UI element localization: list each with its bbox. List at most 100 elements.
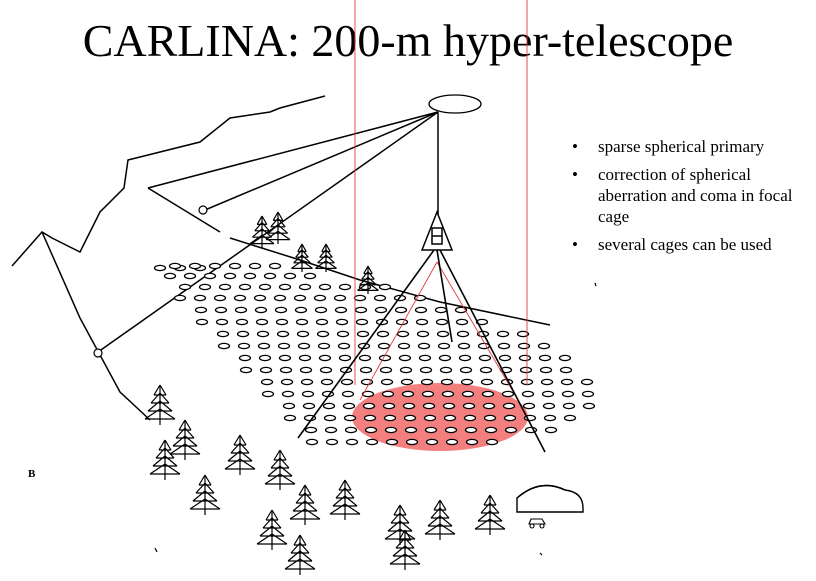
corner-label: B	[28, 468, 36, 480]
mirror-element	[502, 402, 516, 410]
mirror-element	[304, 426, 318, 434]
mirror-element	[365, 438, 379, 446]
tree-icon	[315, 243, 337, 272]
mirror-element	[378, 283, 392, 291]
tree-icon	[189, 474, 221, 515]
mirror-element	[258, 354, 272, 362]
mirror-element	[344, 426, 358, 434]
mirror-element	[356, 330, 370, 338]
mirror-element	[485, 438, 499, 446]
mirror-element	[316, 330, 330, 338]
mirror-element	[454, 306, 468, 314]
mirror-element	[333, 294, 347, 302]
stray-mark	[539, 552, 543, 556]
mirror-element	[273, 294, 287, 302]
mirror-element	[217, 342, 231, 350]
mirror-element	[376, 330, 390, 338]
mirror-element	[462, 402, 476, 410]
mirror-element	[353, 294, 367, 302]
mirror-element	[440, 378, 454, 386]
hangar-icon	[516, 484, 584, 513]
mirror-element	[480, 378, 494, 386]
car-icon	[528, 518, 546, 529]
mirror-element	[475, 318, 489, 326]
mirror-element	[403, 414, 417, 422]
mirror-element	[443, 414, 457, 422]
light-beam	[354, 0, 528, 401]
mirror-element	[255, 318, 269, 326]
mirror-element	[236, 330, 250, 338]
mirror-element	[345, 438, 359, 446]
mirror-element	[294, 306, 308, 314]
mirror-element	[539, 366, 553, 374]
mirror-element	[497, 342, 511, 350]
mirror-element	[377, 342, 391, 350]
tree-icon	[265, 211, 291, 244]
mirror-element	[517, 342, 531, 350]
tree-icon	[474, 494, 506, 535]
mirror-element	[325, 438, 339, 446]
mirror-element	[259, 366, 273, 374]
mirror-element	[324, 426, 338, 434]
mirror-element	[463, 414, 477, 422]
mirror-element	[561, 390, 575, 398]
mirror-element	[281, 390, 295, 398]
mirror-element	[374, 306, 388, 314]
mirror-element	[337, 342, 351, 350]
mirror-element	[282, 402, 296, 410]
mirror-element	[319, 366, 333, 374]
mirror-element	[504, 426, 518, 434]
mirror-element	[439, 366, 453, 374]
mirror-element	[274, 306, 288, 314]
mirror-element	[283, 414, 297, 422]
mirror-element	[516, 330, 530, 338]
mirror-element	[193, 294, 207, 302]
tree-icon	[256, 509, 288, 550]
mirror-element	[342, 402, 356, 410]
mirror-element	[522, 402, 536, 410]
mirror-element	[238, 283, 252, 291]
tree-icon	[169, 419, 201, 460]
mirror-element	[518, 354, 532, 362]
mirror-element	[320, 378, 334, 386]
mirror-element	[456, 330, 470, 338]
mirror-element	[293, 294, 307, 302]
mirror-element	[280, 378, 294, 386]
mirror-element	[482, 402, 496, 410]
tree-icon	[289, 484, 321, 525]
mirror-element	[168, 262, 182, 270]
tree-icon	[144, 384, 176, 425]
feature-item: correction of spherical aberration and c…	[568, 164, 808, 227]
mirror-element	[335, 318, 349, 326]
feature-list: sparse spherical primary correction of s…	[568, 136, 808, 262]
mirror-element	[558, 354, 572, 362]
mirror-element	[283, 272, 297, 280]
mirror-element	[208, 262, 222, 270]
tree-icon	[424, 499, 456, 540]
mirror-element	[414, 306, 428, 314]
mirror-element	[415, 318, 429, 326]
mirror-element	[303, 272, 317, 280]
mirror-element	[318, 283, 332, 291]
mirror-element	[381, 390, 395, 398]
mirror-element	[580, 378, 594, 386]
mirror-element	[235, 318, 249, 326]
mirror-element	[562, 402, 576, 410]
mirror-element	[300, 378, 314, 386]
tree-icon	[357, 265, 379, 294]
mirror-element	[379, 366, 393, 374]
winch-icon	[93, 348, 103, 358]
mirror-element	[416, 330, 430, 338]
tree-icon	[149, 439, 181, 480]
mirror-element	[501, 390, 515, 398]
mirror-element	[581, 390, 595, 398]
mirror-element	[563, 414, 577, 422]
tree-icon	[224, 434, 256, 475]
forest	[144, 211, 506, 575]
mirror-element	[478, 354, 492, 362]
mirror-element	[364, 426, 378, 434]
focal-cage-icon	[420, 209, 454, 251]
mirror-element	[314, 306, 328, 314]
mirror-element	[542, 402, 556, 410]
